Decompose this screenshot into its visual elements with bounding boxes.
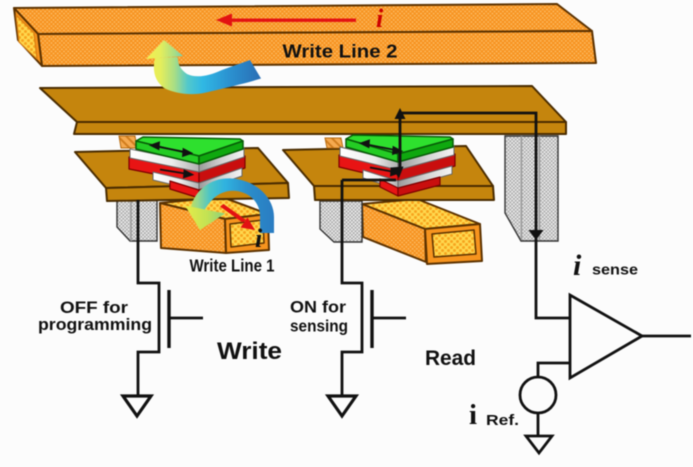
svg-text:Write Line 1: Write Line 1 [190,256,275,276]
svg-text:sense: sense [592,262,638,279]
svg-text:Read: Read [425,347,476,370]
svg-text:Write: Write [217,338,282,365]
svg-text:i: i [469,399,477,431]
svg-text:OFF for: OFF for [60,298,128,317]
svg-text:i: i [255,224,263,253]
svg-text:programming: programming [38,315,152,334]
svg-text:i: i [376,4,384,33]
svg-text:Write Line 2: Write Line 2 [283,42,398,62]
svg-text:Ref.: Ref. [486,412,519,429]
svg-text:sensing: sensing [290,317,348,336]
svg-text:i: i [573,249,582,282]
svg-text:ON for: ON for [290,298,346,317]
